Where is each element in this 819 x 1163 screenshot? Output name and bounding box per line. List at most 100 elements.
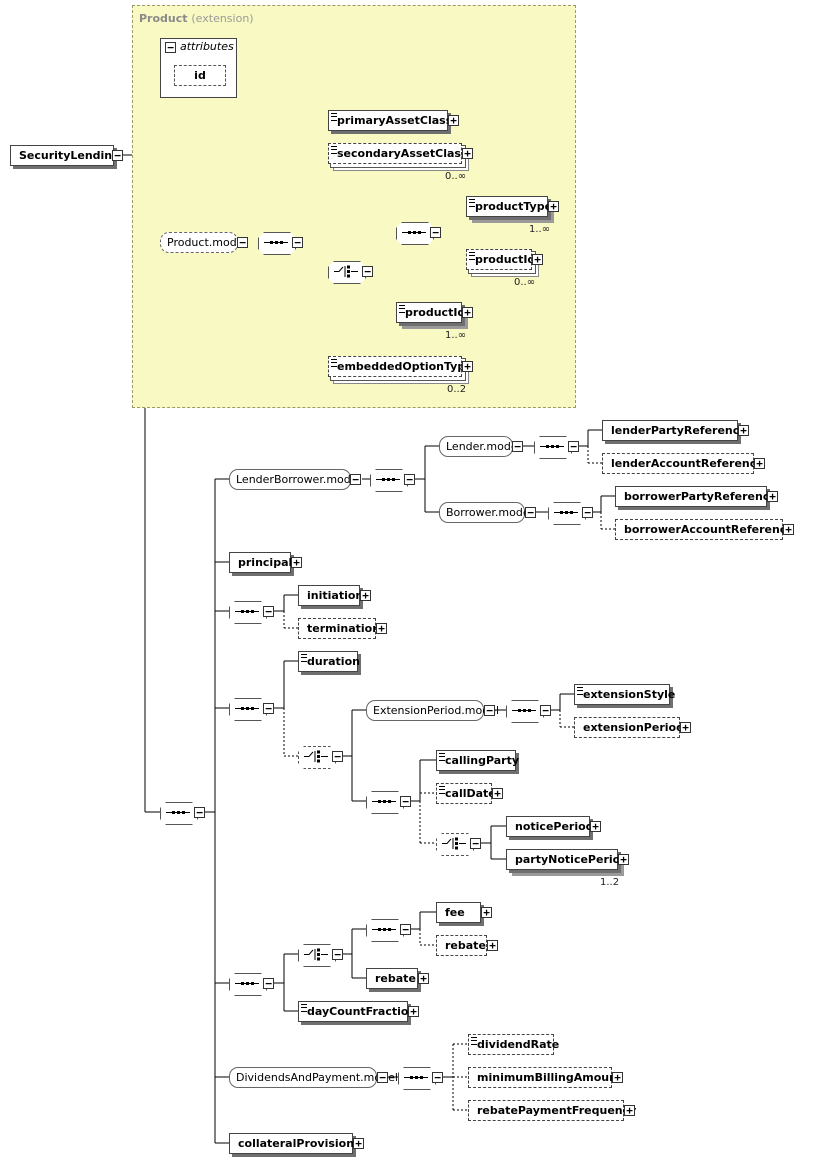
- element-borroweraccountreference[interactable]: borrowerAccountReference: [615, 519, 794, 540]
- attributes-collapse-toggle[interactable]: −: [165, 42, 176, 53]
- element-lenderpartyreference[interactable]: lenderPartyReference: [602, 420, 747, 441]
- borroweraccountreference-expand-toggle[interactable]: +: [783, 524, 794, 535]
- sequence-compositor[interactable]: [366, 791, 402, 812]
- sequence-collapse-toggle[interactable]: −: [582, 507, 593, 518]
- element-partynoticeperiod[interactable]: partyNoticePeriod: [506, 849, 628, 870]
- element-dividendrate[interactable]: dividendRate: [468, 1034, 559, 1055]
- element-primaryassetclass[interactable]: primaryAssetClass: [328, 110, 452, 131]
- sequence-compositor[interactable]: [229, 698, 265, 719]
- element-secondaryassetclass[interactable]: secondaryAssetClass: [328, 143, 468, 164]
- element-rebatepaymentfrequency[interactable]: rebatePaymentFrequency: [468, 1100, 636, 1121]
- main-sequence-collapse-toggle[interactable]: −: [194, 807, 205, 818]
- element-fee[interactable]: fee: [436, 902, 481, 923]
- group-lenderborrower-model[interactable]: LenderBorrower.model: [229, 469, 361, 490]
- element-embeddedoptiontype[interactable]: embeddedOptionType: [328, 356, 473, 377]
- sequence-compositor[interactable]: [366, 919, 402, 940]
- element-collateralprovisions[interactable]: collateralProvisions: [229, 1133, 361, 1154]
- dividendsandpayment-model-collapse-toggle[interactable]: −: [377, 1072, 388, 1083]
- productid-optional-expand-toggle[interactable]: +: [532, 254, 543, 265]
- element-rebate[interactable]: rebate: [366, 968, 418, 989]
- sequence-collapse-toggle[interactable]: −: [292, 237, 303, 248]
- calldate-expand-toggle[interactable]: +: [492, 788, 503, 799]
- partynoticeperiod-expand-toggle[interactable]: +: [618, 854, 629, 865]
- element-initiation[interactable]: initiation: [298, 585, 363, 606]
- sequence-compositor[interactable]: [229, 973, 265, 994]
- group-dividendsandpayment-model[interactable]: DividendsAndPayment.model: [229, 1067, 398, 1088]
- element-duration[interactable]: duration: [298, 651, 360, 672]
- rebate-expand-toggle[interactable]: +: [418, 973, 429, 984]
- extensionperiod-expand-toggle[interactable]: +: [680, 722, 691, 733]
- sequence-compositor[interactable]: [548, 502, 584, 523]
- element-rebate-optional[interactable]: rebate: [436, 935, 487, 956]
- choice-compositor[interactable]: [328, 261, 364, 282]
- initiation-expand-toggle[interactable]: +: [360, 590, 371, 601]
- choice-collapse-toggle[interactable]: −: [470, 838, 481, 849]
- sequence-collapse-toggle[interactable]: −: [404, 474, 415, 485]
- element-borrowerpartyreference[interactable]: borrowerPartyReference: [615, 486, 777, 507]
- group-product-model[interactable]: Product.model: [160, 232, 247, 253]
- productid-expand-toggle[interactable]: +: [462, 307, 473, 318]
- sequence-compositor[interactable]: [370, 469, 406, 490]
- producttype-expand-toggle[interactable]: +: [548, 201, 559, 212]
- sequence-collapse-toggle[interactable]: −: [430, 227, 441, 238]
- choice-collapse-toggle[interactable]: −: [332, 949, 343, 960]
- sequence-collapse-toggle[interactable]: −: [263, 606, 274, 617]
- element-noticeperiod[interactable]: noticePeriod: [506, 816, 594, 837]
- lenderaccountreference-expand-toggle[interactable]: +: [754, 458, 765, 469]
- sequence-compositor[interactable]: [506, 700, 542, 721]
- lender-model-collapse-toggle[interactable]: −: [512, 441, 523, 452]
- group-lender-model[interactable]: Lender.model: [439, 436, 521, 457]
- sequence-collapse-toggle[interactable]: −: [568, 441, 579, 452]
- element-extensionstyle[interactable]: extensionStyle: [574, 684, 675, 705]
- extensionperiod-model-collapse-toggle[interactable]: −: [484, 705, 495, 716]
- choice-compositor-optional[interactable]: [436, 833, 472, 854]
- termination-expand-toggle[interactable]: +: [376, 623, 387, 634]
- minimumbillingamount-expand-toggle[interactable]: +: [612, 1072, 623, 1083]
- noticeperiod-expand-toggle[interactable]: +: [590, 821, 601, 832]
- secondaryassetclass-expand-toggle[interactable]: +: [462, 148, 473, 159]
- sequence-collapse-toggle[interactable]: −: [263, 703, 274, 714]
- sequence-compositor[interactable]: [396, 222, 432, 243]
- product-model-collapse-toggle[interactable]: −: [237, 237, 248, 248]
- sequence-compositor[interactable]: [398, 1067, 434, 1088]
- element-termination[interactable]: termination: [298, 618, 380, 639]
- group-extensionperiod-model[interactable]: ExtensionPeriod.model: [366, 700, 499, 721]
- choice-collapse-toggle[interactable]: −: [332, 751, 343, 762]
- element-minimumbillingamount[interactable]: minimumBillingAmount: [468, 1067, 622, 1088]
- root-collapse-toggle[interactable]: −: [112, 150, 123, 161]
- choice-collapse-toggle[interactable]: −: [362, 266, 373, 277]
- attribute-id[interactable]: id: [174, 65, 226, 86]
- principal-expand-toggle[interactable]: +: [291, 557, 302, 568]
- element-lenderaccountreference[interactable]: lenderAccountReference: [602, 453, 764, 474]
- rebatepaymentfrequency-expand-toggle[interactable]: +: [624, 1105, 635, 1116]
- embeddedoptiontype-expand-toggle[interactable]: +: [462, 361, 473, 372]
- sequence-collapse-toggle[interactable]: −: [400, 924, 411, 935]
- element-producttype[interactable]: productType: [466, 196, 552, 217]
- element-daycountfraction[interactable]: dayCountFraction: [298, 1001, 416, 1022]
- element-productid-optional[interactable]: productId: [466, 249, 535, 270]
- main-sequence-compositor[interactable]: [160, 802, 196, 823]
- borrower-model-collapse-toggle[interactable]: −: [525, 507, 536, 518]
- choice-compositor[interactable]: [298, 944, 334, 965]
- element-calldate[interactable]: callDate: [436, 783, 496, 804]
- element-productid[interactable]: productId: [396, 302, 465, 323]
- lenderpartyreference-expand-toggle[interactable]: +: [738, 425, 749, 436]
- daycountfraction-expand-toggle[interactable]: +: [408, 1006, 419, 1017]
- sequence-collapse-toggle[interactable]: −: [400, 796, 411, 807]
- borrowerpartyreference-expand-toggle[interactable]: +: [767, 491, 778, 502]
- element-extensionperiod[interactable]: extensionPeriod: [574, 717, 684, 738]
- group-borrower-model[interactable]: Borrower.model: [439, 502, 533, 523]
- choice-compositor-optional[interactable]: [298, 746, 334, 767]
- element-callingparty[interactable]: callingParty: [436, 750, 519, 771]
- sequence-compositor[interactable]: [229, 601, 265, 622]
- element-principal[interactable]: principal: [229, 552, 292, 573]
- sequence-compositor[interactable]: [258, 232, 294, 253]
- fee-expand-toggle[interactable]: +: [481, 907, 492, 918]
- sequence-collapse-toggle[interactable]: −: [540, 705, 551, 716]
- primaryassetclass-expand-toggle[interactable]: +: [448, 115, 459, 126]
- rebate-optional-expand-toggle[interactable]: +: [487, 940, 498, 951]
- sequence-collapse-toggle[interactable]: −: [432, 1072, 443, 1083]
- sequence-compositor[interactable]: [534, 436, 570, 457]
- collateralprovisions-expand-toggle[interactable]: +: [353, 1138, 364, 1149]
- root-element-securitylending[interactable]: SecurityLending: [10, 145, 120, 166]
